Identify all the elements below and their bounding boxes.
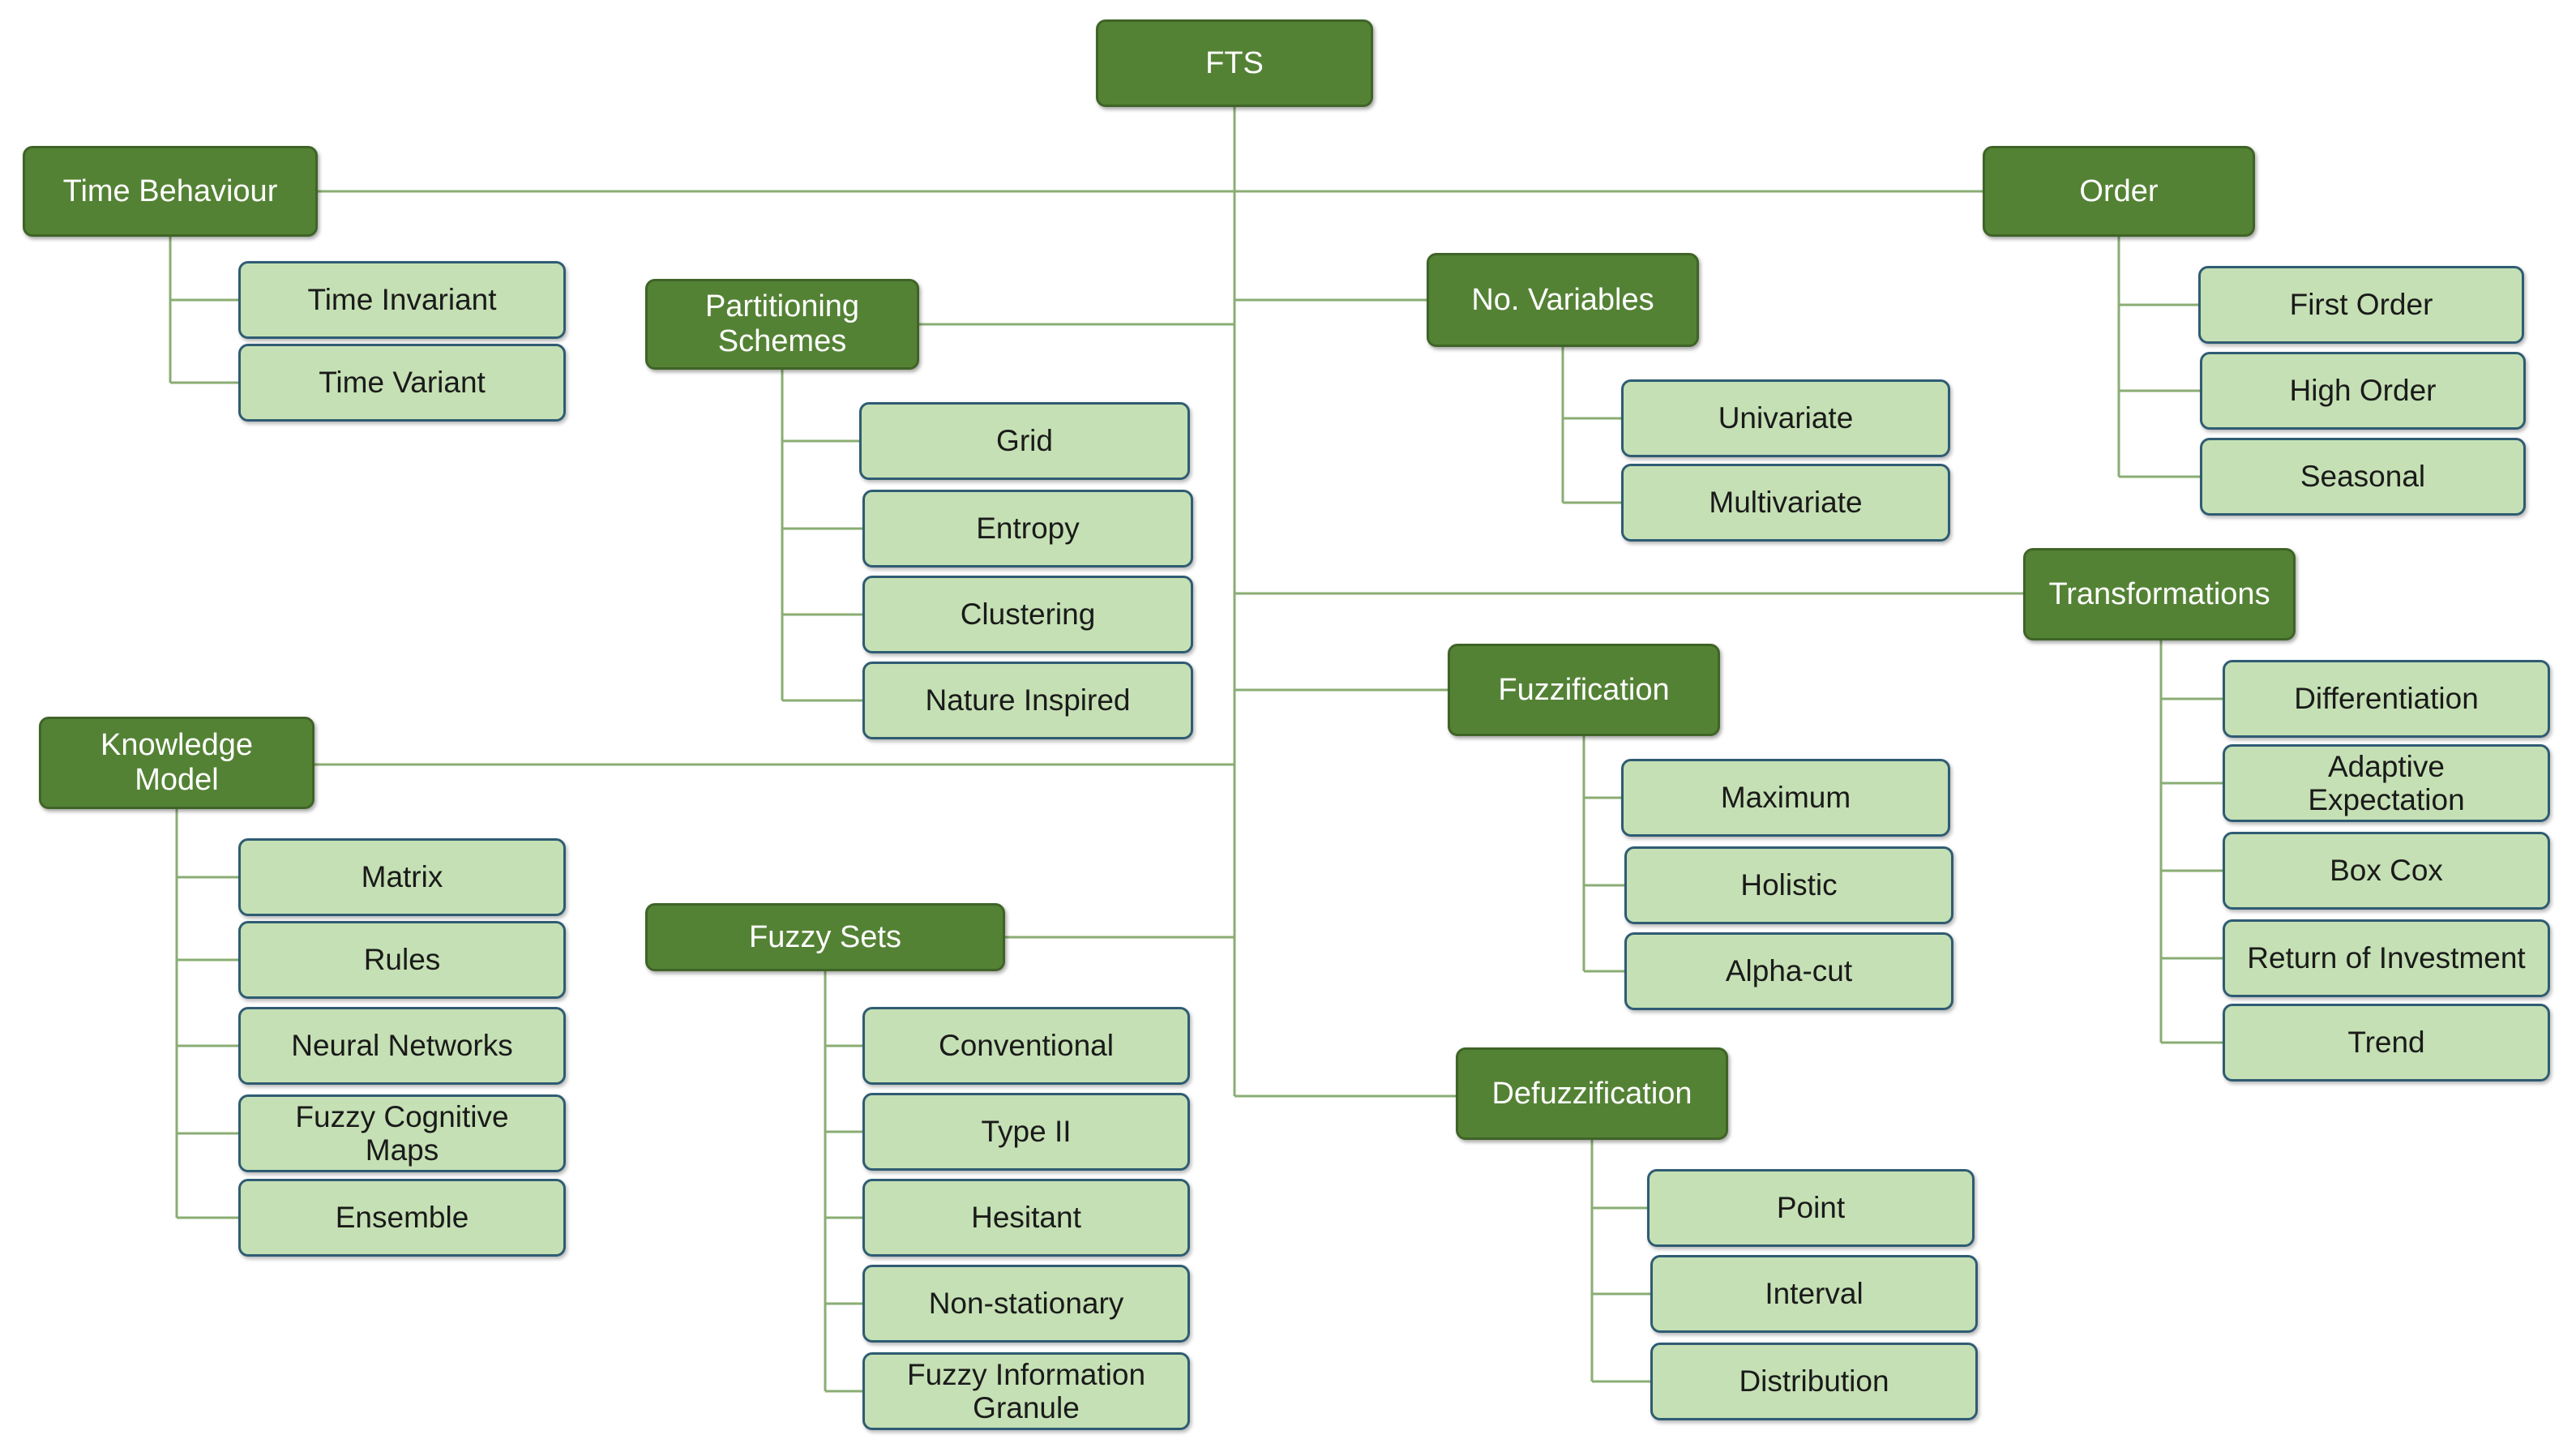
leaf-first-order: First Order [2198,266,2524,344]
leaf-fuzzy-cognitive-maps: Fuzzy Cognitive Maps [238,1094,566,1172]
leaf-conventional: Conventional [862,1007,1190,1085]
leaf-multivariate: Multivariate [1621,464,1950,542]
leaf-non-stationary: Non-stationary [862,1265,1190,1343]
leaf-entropy: Entropy [862,490,1193,568]
leaf-matrix: Matrix [238,838,566,916]
leaf-time-invariant: Time Invariant [238,261,566,339]
leaf-type-ii: Type II [862,1093,1190,1171]
leaf-grid: Grid [859,402,1190,480]
root-node-fts: FTS [1096,19,1373,107]
category-fuzzy-sets: Fuzzy Sets [645,903,1005,971]
leaf-distribution: Distribution [1650,1343,1978,1420]
leaf-maximum: Maximum [1621,759,1950,837]
leaf-return-of-investment: Return of Investment [2223,919,2550,997]
category-partitioning-schemes: Partitioning Schemes [645,279,919,370]
leaf-interval: Interval [1650,1255,1978,1333]
leaf-trend: Trend [2223,1004,2550,1082]
leaf-neural-networks: Neural Networks [238,1007,566,1085]
category-order: Order [1983,146,2255,237]
leaf-box-cox: Box Cox [2223,832,2550,910]
leaf-rules: Rules [238,921,566,999]
leaf-differentiation: Differentiation [2223,660,2550,738]
leaf-high-order: High Order [2200,352,2526,430]
category-knowledge-model: Knowledge Model [39,717,315,809]
leaf-nature-inspired: Nature Inspired [862,662,1193,739]
category-transformations: Transformations [2023,548,2296,640]
leaf-point: Point [1647,1169,1975,1247]
leaf-adaptive-expectation: Adaptive Expectation [2223,744,2550,822]
category-defuzzification: Defuzzification [1456,1047,1728,1140]
leaf-holistic: Holistic [1624,846,1953,924]
leaf-time-variant: Time Variant [238,344,566,422]
leaf-clustering: Clustering [862,576,1193,653]
leaf-univariate: Univariate [1621,379,1950,457]
leaf-ensemble: Ensemble [238,1179,566,1257]
leaf-hesitant: Hesitant [862,1179,1190,1257]
leaf-seasonal: Seasonal [2200,438,2526,516]
category-time-behaviour: Time Behaviour [23,146,318,237]
leaf-fuzzy-information-granule: Fuzzy Information Granule [862,1352,1190,1430]
category-no-variables: No. Variables [1427,253,1699,347]
category-fuzzification: Fuzzification [1448,644,1720,736]
leaf-alpha-cut: Alpha-cut [1624,932,1953,1010]
